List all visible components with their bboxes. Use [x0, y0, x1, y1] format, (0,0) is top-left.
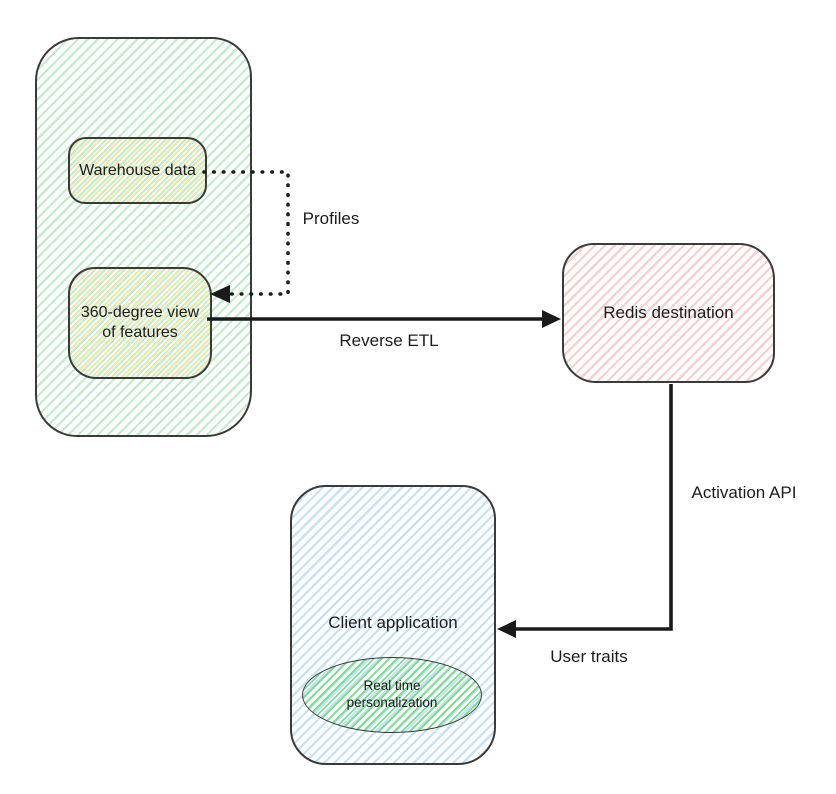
edge-label-user-traits: User traits	[550, 647, 628, 666]
edge-activation-line	[515, 384, 673, 631]
edge-label-profiles: Profiles	[302, 209, 360, 228]
node-client-application[interactable]: Client application Real time personaliza…	[290, 485, 496, 765]
node-360-view[interactable]: 360-degree view of features	[68, 267, 212, 379]
edge-user-traits-arrowhead	[497, 620, 516, 638]
node-redis-destination[interactable]: Redis destination	[562, 243, 775, 383]
edge-label-activation-api: Activation API	[691, 483, 797, 502]
node-warehouse-data[interactable]: Warehouse data	[68, 137, 207, 204]
node-360-view-label: 360-degree view of features	[80, 304, 200, 341]
edge-reverse-etl-arrowhead	[542, 310, 561, 328]
node-warehouse-group[interactable]: Warehouse data 360-degree view of featur…	[35, 37, 252, 437]
node-realtime-personalization-label: Real time personalization	[346, 678, 438, 710]
node-redis-destination-label: Redis destination	[603, 303, 734, 322]
edge-label-reverse-etl: Reverse ETL	[339, 331, 439, 350]
node-client-application-label: Client application	[328, 613, 458, 632]
node-realtime-personalization[interactable]: Real time personalization	[302, 657, 482, 733]
node-warehouse-data-label: Warehouse data	[79, 161, 196, 179]
